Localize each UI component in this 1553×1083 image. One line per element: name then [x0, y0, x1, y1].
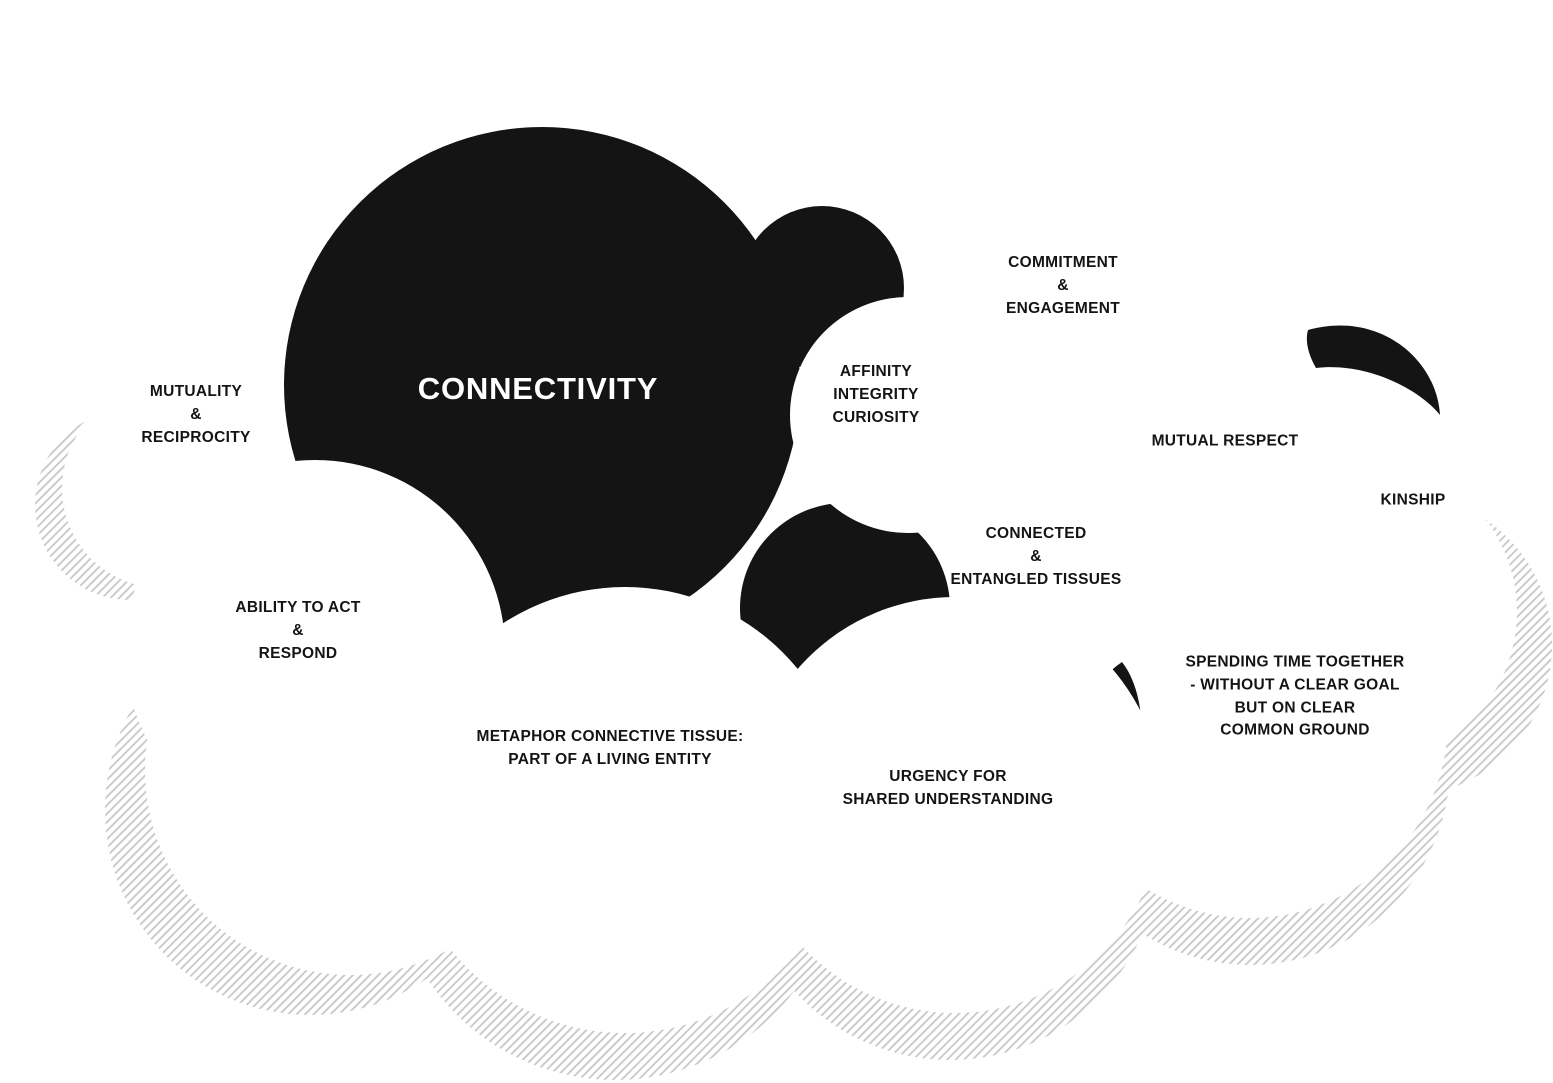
label-metaphor-connective-tissue: METAPHOR CONNECTIVE TISSUE: PART OF A LI…: [476, 728, 744, 768]
label-kinship: KINSHIP: [1380, 491, 1446, 509]
label-mutuality-reciprocity: MUTUALITY & RECIPROCITY: [141, 382, 251, 446]
cloud-lobe-right: [1213, 460, 1517, 764]
label-connectivity-title: CONNECTIVITY: [417, 371, 659, 406]
crescent-accent-top-right: [1306, 325, 1440, 415]
blob-notch-right: [790, 297, 1026, 533]
label-urgency-shared-understanding: URGENCY FOR SHARED UNDERSTANDING: [842, 768, 1054, 808]
label-spending-time-together: SPENDING TIME TOGETHER - WITHOUT A CLEAR…: [1185, 653, 1405, 739]
label-affinity-integrity-curiosity: AFFINITY INTEGRITY CURIOSITY: [832, 362, 920, 426]
label-mutual-respect: MUTUAL RESPECT: [1151, 432, 1299, 450]
label-connected-entangled-tissues: CONNECTED & ENTANGLED TISSUES: [950, 524, 1122, 588]
blob-notch-bottom-lobe: [402, 587, 848, 1033]
blob-notch-bottom-right-lobe: [747, 597, 1163, 1013]
blob-notches: [125, 297, 1163, 1033]
label-ability-to-act-respond: ABILITY TO ACT & RESPOND: [235, 598, 361, 662]
label-commitment-engagement: COMMITMENT & ENGAGEMENT: [1005, 253, 1121, 317]
blob-notch-ability-lobe: [125, 460, 505, 840]
